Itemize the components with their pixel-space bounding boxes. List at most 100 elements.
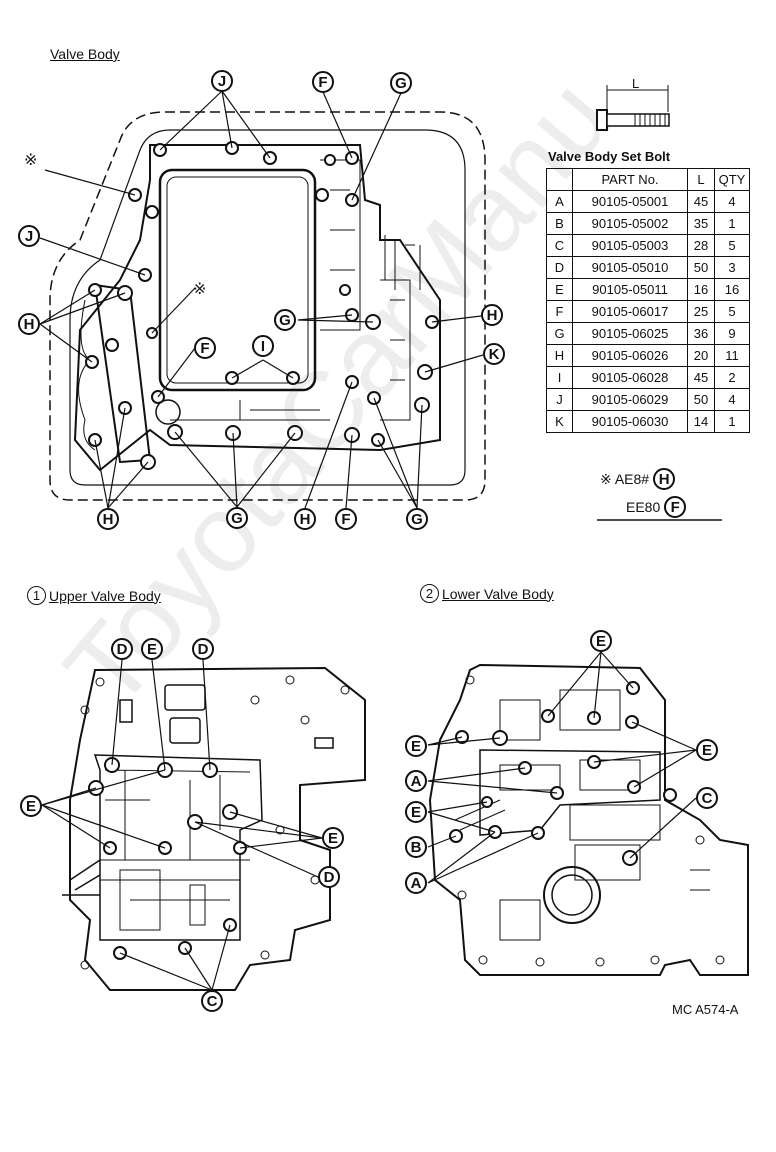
bolt-qty-cell: 16: [714, 278, 750, 301]
bolt-qty-cell: 11: [714, 344, 750, 367]
bolt-qty-cell: 4: [714, 388, 750, 411]
header-length: L: [687, 168, 715, 191]
upper-number-circle: 1: [27, 586, 46, 605]
callout-upper-d-right: D: [192, 638, 214, 660]
figure-code: MC A574-A: [672, 1002, 739, 1017]
lower-valve-body-drawing: [427, 651, 749, 976]
callout-upper-e-right: E: [322, 827, 344, 849]
bolt-length-label: L: [632, 76, 640, 91]
header-part-no: PART No.: [572, 168, 688, 191]
bolt-length-cell: 50: [687, 388, 715, 411]
callout-lower-c: C: [696, 787, 718, 809]
callout-main-j-top: J: [211, 70, 233, 92]
asterisk-mark-2: ※: [193, 281, 207, 298]
bolt-code-cell: I: [546, 366, 573, 389]
bolt-part-no-cell: 90105-05011: [572, 278, 688, 301]
legend-ee80: EE80 F: [626, 496, 687, 518]
bolt-code-cell: K: [546, 410, 573, 433]
callout-lower-a-upper: A: [405, 770, 427, 792]
bolt-length-cell: 45: [687, 366, 715, 389]
legend-ae8-callout: H: [653, 468, 676, 490]
bolt-part-no-cell: 90105-06017: [572, 300, 688, 323]
callout-lower-e-left: E: [405, 735, 427, 757]
callout-lower-e-right: E: [696, 739, 718, 761]
callout-main-f-top: F: [312, 71, 334, 93]
legend-ee80-callout: F: [664, 496, 687, 518]
bolt-length-cell: 50: [687, 256, 715, 279]
bolt-length-cell: 45: [687, 190, 715, 213]
bolt-qty-cell: 3: [714, 256, 750, 279]
callout-main-g-mid: G: [274, 309, 296, 331]
bolt-length-cell: 36: [687, 322, 715, 345]
valve-body-title: Valve Body: [50, 46, 120, 62]
bolt-part-no-cell: 90105-05001: [572, 190, 688, 213]
asterisk-mark-1: ※: [24, 152, 38, 169]
bolt-table-header-row: PART No. L QTY: [546, 168, 750, 191]
bolt-qty-cell: 1: [714, 410, 750, 433]
upper-valve-body-title: Upper Valve Body: [49, 587, 161, 604]
header-code: [546, 168, 573, 191]
lower-valve-body-title: Lower Valve Body: [442, 585, 554, 602]
bolt-length-cell: 28: [687, 234, 715, 257]
bolt-qty-cell: 9: [714, 322, 750, 345]
bolt-code-cell: J: [546, 388, 573, 411]
bolt-length-cell: 16: [687, 278, 715, 301]
bolt-code-cell: D: [546, 256, 573, 279]
callout-lower-b: B: [405, 836, 427, 858]
callout-lower-e-top: E: [590, 630, 612, 652]
bolt-part-no-cell: 90105-06029: [572, 388, 688, 411]
callout-main-g-top: G: [390, 72, 412, 94]
callout-main-k: K: [483, 343, 505, 365]
callout-main-h-left: H: [18, 313, 40, 335]
callout-main-g-bottom2: G: [406, 508, 428, 530]
bolt-code-cell: B: [546, 212, 573, 235]
bolt-qty-cell: 4: [714, 190, 750, 213]
bolt-length-cell: 14: [687, 410, 715, 433]
callout-main-f-mid: F: [194, 337, 216, 359]
bolt-code-cell: C: [546, 234, 573, 257]
callout-upper-c: C: [201, 990, 223, 1012]
upper-valve-body-heading: 1 Upper Valve Body: [27, 586, 161, 605]
callout-main-h-bottom: H: [97, 508, 119, 530]
callout-main-j-left: J: [18, 225, 40, 247]
bolt-length-cell: 20: [687, 344, 715, 367]
callout-main-h-right: H: [481, 304, 503, 326]
callout-upper-e-left: E: [20, 795, 42, 817]
legend-ae8: ※ AE8# H: [600, 468, 676, 490]
legend-ee80-text: EE80: [626, 499, 661, 515]
callout-main-g-bottom: G: [226, 507, 248, 529]
bolt-qty-cell: 5: [714, 234, 750, 257]
header-qty: QTY: [714, 168, 750, 191]
legend-ae8-text: ※ AE8#: [600, 470, 650, 487]
bolt-code-cell: H: [546, 344, 573, 367]
bolt-qty-cell: 2: [714, 366, 750, 389]
callout-upper-d-left: D: [111, 638, 133, 660]
callout-lower-e-mid: E: [405, 801, 427, 823]
bolt-length-cell: 35: [687, 212, 715, 235]
bolt-part-no-cell: 90105-05002: [572, 212, 688, 235]
callout-upper-e-top: E: [141, 638, 163, 660]
lower-valve-body-heading: 2 Lower Valve Body: [420, 584, 554, 603]
callout-main-i: I: [252, 335, 274, 357]
bolt-part-no-cell: 90105-06028: [572, 366, 688, 389]
lower-number-circle: 2: [420, 584, 439, 603]
callout-main-h-bottom2: H: [294, 508, 316, 530]
upper-valve-body-drawing: [41, 659, 366, 991]
callout-upper-d-bottom: D: [318, 866, 340, 888]
bolt-length-cell: 25: [687, 300, 715, 323]
bolt-part-no-cell: 90105-06026: [572, 344, 688, 367]
bolt-part-no-cell: 90105-05010: [572, 256, 688, 279]
